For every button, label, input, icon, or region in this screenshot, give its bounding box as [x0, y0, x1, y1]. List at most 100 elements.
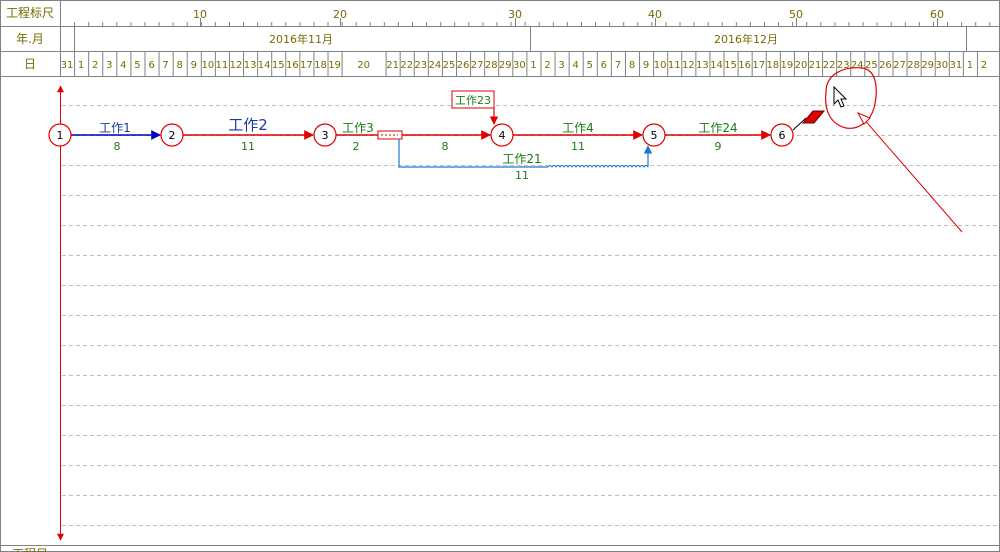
day-label: 14 [258, 60, 271, 71]
day-label: 12 [230, 60, 243, 71]
callout-box [451, 90, 495, 109]
header-label-day: 日 [24, 57, 36, 71]
day-label: 8 [629, 60, 635, 71]
annotation-arrow-icon [856, 111, 871, 125]
day-label: 22 [823, 60, 836, 71]
day-label: 1 [967, 60, 973, 71]
milestone-marker-icon [801, 110, 826, 124]
activity-duration-a21: 11 [515, 169, 529, 182]
event-node-4[interactable]: 4 [490, 123, 514, 147]
milestone-link [792, 117, 807, 131]
day-label: 11 [216, 60, 229, 71]
event-node-1[interactable]: 1 [48, 123, 72, 147]
activity-name-a21: 工作21 [502, 152, 541, 166]
day-label: 30 [935, 60, 948, 71]
day-label: 10 [201, 60, 214, 71]
day-label: 18 [766, 60, 779, 71]
event-nodes: 1 2 3 4 5 6 [48, 123, 794, 147]
month-label-nov: 2016年11月 [269, 32, 333, 46]
event-node-3[interactable]: 3 [313, 123, 337, 147]
ruler-tick-label: 60 [930, 8, 944, 21]
day-label: 24 [429, 60, 442, 71]
day-label: 22 [400, 60, 413, 71]
day-label: 2 [92, 60, 98, 71]
node-circle [313, 123, 337, 147]
node-label: 3 [322, 129, 329, 142]
day-label: 13 [244, 60, 257, 71]
day-label: 27 [471, 60, 484, 71]
day-label: 20 [795, 60, 808, 71]
day-label: 11 [668, 60, 681, 71]
activity-duration-a24: 9 [715, 140, 722, 153]
day-label: 15 [272, 60, 285, 71]
day-label: 6 [148, 60, 154, 71]
day-label: 15 [724, 60, 737, 71]
day-label: 16 [286, 60, 299, 71]
node-circle [642, 123, 666, 147]
callout-label: 工作23 [455, 94, 491, 107]
day-label: 19 [328, 60, 341, 71]
day-label: 26 [457, 60, 470, 71]
day-label: 19 [781, 60, 794, 71]
event-node-6[interactable]: 6 [770, 123, 794, 147]
activity-duration-a3b: 8 [442, 140, 449, 153]
cursor-arrow-icon [833, 85, 848, 108]
header-label-month: 年.月 [16, 32, 44, 46]
node-label: 4 [499, 129, 506, 142]
day-label: 18 [314, 60, 327, 71]
event-node-5[interactable]: 5 [642, 123, 666, 147]
day-label: 9 [643, 60, 649, 71]
node-circle [48, 123, 72, 147]
activity-arrows [57, 85, 807, 541]
activity-duration-a4: 11 [571, 140, 585, 153]
day-label: 12 [682, 60, 695, 71]
activity-duration-a1: 8 [114, 140, 121, 153]
day-label: 21 [809, 60, 822, 71]
ruler-tick-label: 50 [789, 8, 803, 21]
event-node-2[interactable]: 2 [160, 123, 184, 147]
activity-arrow-a21 [398, 139, 548, 168]
day-label: 26 [879, 60, 892, 71]
day-label: 29 [921, 60, 934, 71]
footer-label: 工程目 [12, 546, 48, 552]
node-label: 2 [169, 129, 176, 142]
activity-duration-a3: 2 [353, 140, 360, 153]
day-label: 27 [893, 60, 906, 71]
node-label: 5 [651, 129, 658, 142]
activity-name-a1: 工作1 [99, 121, 131, 135]
activity-duration-a2: 11 [241, 140, 255, 153]
day-label: 17 [300, 60, 313, 71]
day-label: 9 [191, 60, 197, 71]
day-label: 29 [499, 60, 512, 71]
ruler-tick-label: 40 [648, 8, 662, 21]
day-label: 24 [851, 60, 864, 71]
node-circle [770, 123, 794, 147]
day-label: 7 [615, 60, 621, 71]
day-label: 5 [134, 60, 140, 71]
day-label: 8 [176, 60, 182, 71]
day-label: 31 [61, 60, 74, 71]
ruler-tick-label: 30 [508, 8, 522, 21]
day-label: 30 [513, 60, 526, 71]
day-label: 25 [865, 60, 878, 71]
day-label: 2 [544, 60, 550, 71]
activity-name-a24: 工作24 [698, 121, 737, 135]
node-label: 6 [779, 129, 786, 142]
activity-name-a3: 工作3 [342, 121, 374, 135]
day-label: 5 [587, 60, 593, 71]
ruler-tick-label: 10 [193, 8, 207, 21]
day-label: 23 [414, 60, 427, 71]
free-float-wave [547, 165, 649, 168]
day-label: 16 [738, 60, 751, 71]
annotations [801, 67, 963, 233]
day-label: 10 [654, 60, 667, 71]
day-label: 6 [601, 60, 607, 71]
ruler-tick-label: 20 [333, 8, 347, 21]
day-label: 7 [162, 60, 168, 71]
day-label: 3 [106, 60, 112, 71]
day-label: 3 [558, 60, 564, 71]
